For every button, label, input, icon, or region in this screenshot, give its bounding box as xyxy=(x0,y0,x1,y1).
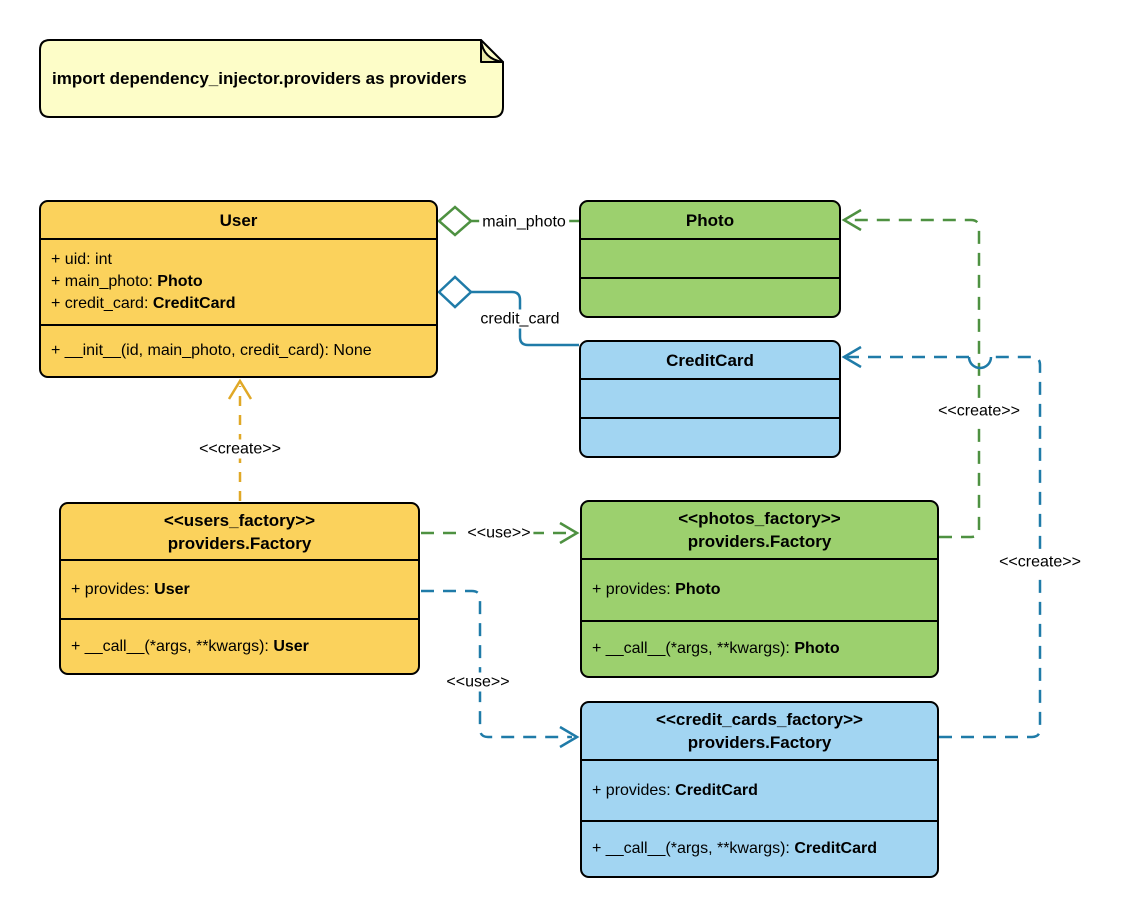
class-photos-factory-title: providers.Factory xyxy=(687,532,832,551)
class-photo-title: Photo xyxy=(685,210,735,230)
class-credit-cards-factory-stereotype: <<credit_cards_factory>> xyxy=(656,710,863,729)
edge-label-create-credit-card: <<create>> xyxy=(996,552,1084,572)
class-photo-attributes xyxy=(581,238,839,277)
attribute-text: + provides: xyxy=(592,781,676,799)
class-photos-factory-methods: + __call__(*args, **kwargs): Photo xyxy=(582,620,937,676)
class-photos-factory: <<photos_factory>> providers.Factory + p… xyxy=(580,500,939,678)
edge-label-create-photo: <<create>> xyxy=(935,401,1023,421)
edge-label-use-photos-factory: <<use>> xyxy=(464,523,534,543)
class-credit-cards-factory: <<credit_cards_factory>> providers.Facto… xyxy=(580,701,939,878)
arrowhead-use-photos-factory-icon xyxy=(559,521,580,545)
class-photos-factory-header: <<photos_factory>> providers.Factory xyxy=(582,502,937,558)
attribute-row: + provides: Photo xyxy=(592,579,937,601)
note: import dependency_injector.providers as … xyxy=(52,40,467,117)
edge-label-use-credit-cards-factory: <<use>> xyxy=(443,672,513,692)
edge-use-credit-cards-factory xyxy=(421,589,572,739)
class-photo-header: Photo xyxy=(581,202,839,238)
attribute-row: + provides: CreditCard xyxy=(592,780,937,802)
attribute-text: + provides: xyxy=(592,581,676,598)
method-row: + __call__(*args, **kwargs): Photo xyxy=(592,638,937,660)
class-creditcard-title: CreditCard xyxy=(666,350,754,370)
class-user-title: User xyxy=(219,210,258,230)
method-row: + __init__(id, main_photo, credit_card):… xyxy=(51,340,436,362)
arrowhead-create-credit-card-icon xyxy=(841,345,862,369)
note-fold-icon xyxy=(480,39,504,63)
attribute-type: Photo xyxy=(675,581,721,598)
attribute-row: + uid: int xyxy=(51,249,436,271)
arrowhead-create-photo-icon xyxy=(841,208,862,232)
class-user-header: User xyxy=(41,202,436,238)
class-photos-factory-attributes: + provides: Photo xyxy=(582,558,937,620)
class-photo-methods xyxy=(581,277,839,316)
class-user-attributes: + uid: int + main_photo: Photo + credit_… xyxy=(41,238,436,324)
aggregation-diamond-main-photo-icon xyxy=(437,205,473,237)
arrowhead-create-user-icon xyxy=(227,378,253,400)
class-credit-cards-factory-methods: + __call__(*args, **kwargs): CreditCard xyxy=(582,820,937,876)
attribute-type: CreditCard xyxy=(152,295,236,312)
attribute-row: + main_photo: Photo xyxy=(51,271,436,293)
class-users-factory-attributes: + provides: User xyxy=(61,559,418,618)
method-row: + __call__(*args, **kwargs): User xyxy=(71,636,418,658)
edge-label-create-user: <<create>> xyxy=(196,439,284,459)
method-text: + __call__(*args, **kwargs): xyxy=(71,637,274,655)
class-credit-cards-factory-header: <<credit_cards_factory>> providers.Facto… xyxy=(582,703,937,759)
class-user: User + uid: int + main_photo: Photo + cr… xyxy=(39,200,438,378)
class-creditcard-header: CreditCard xyxy=(581,342,839,378)
class-credit-cards-factory-attributes: + provides: CreditCard xyxy=(582,759,937,820)
attribute-row: + credit_card: CreditCard xyxy=(51,293,436,315)
arrowhead-use-credit-cards-factory-icon xyxy=(559,725,580,749)
class-users-factory-methods: + __call__(*args, **kwargs): User xyxy=(61,618,418,673)
edge-label-main-photo: main_photo xyxy=(479,212,569,232)
class-users-factory-header: <<users_factory>> providers.Factory xyxy=(61,504,418,559)
class-photo: Photo xyxy=(579,200,841,318)
edge-create-photo xyxy=(847,218,981,539)
class-photos-factory-stereotype: <<photos_factory>> xyxy=(678,509,841,528)
attribute-type: CreditCard xyxy=(675,781,758,799)
method-type: CreditCard xyxy=(794,840,877,857)
edge-create-credit-card xyxy=(939,355,1042,739)
class-users-factory: <<users_factory>> providers.Factory + pr… xyxy=(59,502,420,675)
attribute-text: + credit_card: xyxy=(51,295,153,312)
class-creditcard: CreditCard xyxy=(579,340,841,458)
method-text: + __call__(*args, **kwargs): xyxy=(592,840,795,857)
attribute-text: + provides: xyxy=(71,580,155,598)
attribute-text: + uid: int xyxy=(51,251,112,268)
class-user-methods: + __init__(id, main_photo, credit_card):… xyxy=(41,324,436,376)
method-text: + __call__(*args, **kwargs): xyxy=(592,640,795,657)
class-creditcard-attributes xyxy=(581,378,839,417)
attribute-type: User xyxy=(154,580,190,598)
method-type: Photo xyxy=(794,640,840,657)
method-type: User xyxy=(273,637,309,655)
method-text: + __init__(id, main_photo, credit_card):… xyxy=(51,342,372,359)
attribute-text: + main_photo: xyxy=(51,273,158,290)
method-row: + __call__(*args, **kwargs): CreditCard xyxy=(592,838,937,860)
class-users-factory-stereotype: <<users_factory>> xyxy=(163,510,316,530)
note-text: import dependency_injector.providers as … xyxy=(52,68,467,88)
attribute-row: + provides: User xyxy=(71,579,418,601)
attribute-type: Photo xyxy=(157,273,203,290)
class-credit-cards-factory-title: providers.Factory xyxy=(687,733,832,752)
note-shape xyxy=(39,39,504,118)
edge-label-credit-card: credit_card xyxy=(477,309,563,329)
class-users-factory-title: providers.Factory xyxy=(167,533,312,553)
class-creditcard-methods xyxy=(581,417,839,456)
edge-create-credit-card-hop xyxy=(967,356,993,370)
aggregation-diamond-credit-card-icon xyxy=(437,275,473,309)
